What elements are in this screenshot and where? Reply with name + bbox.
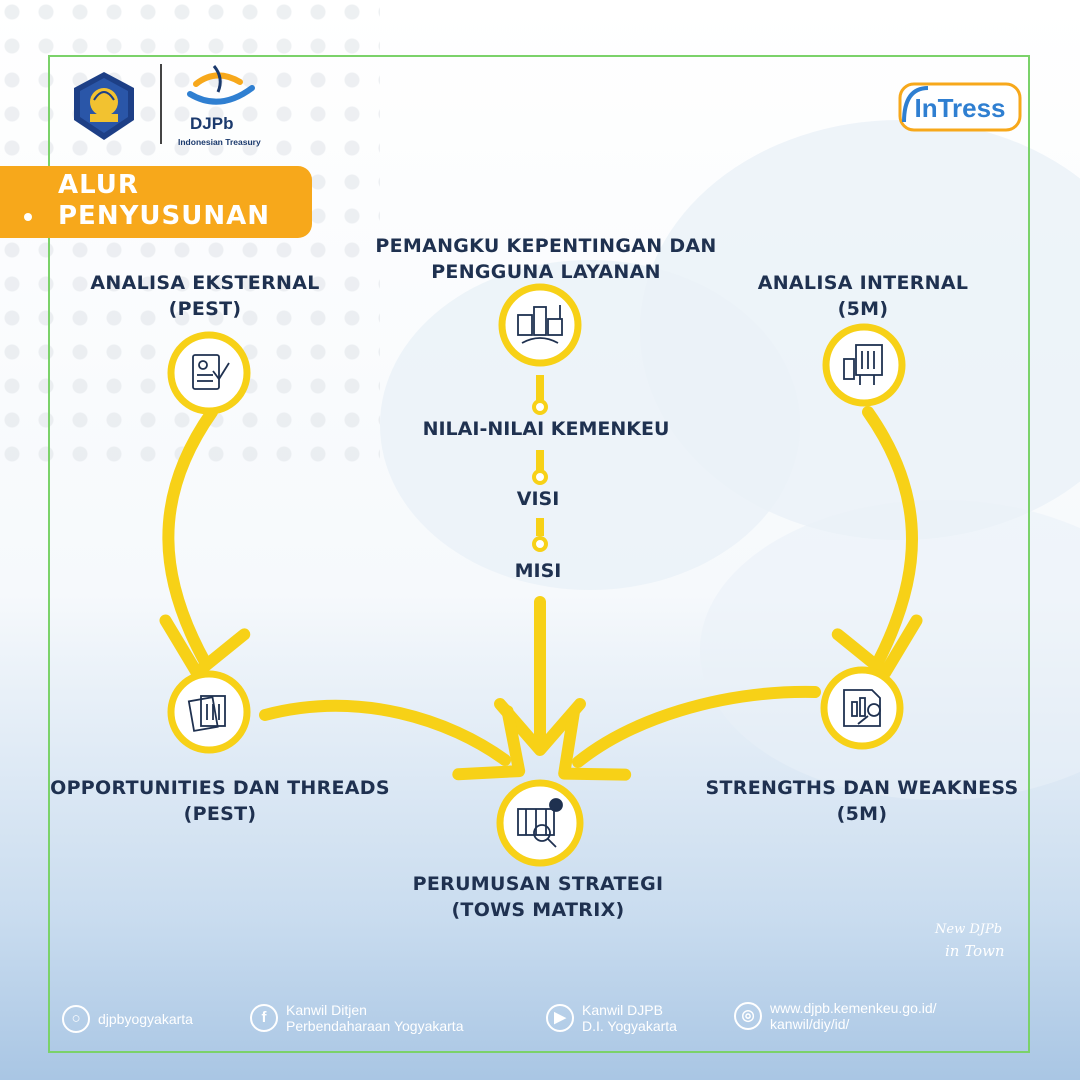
signature-line2: in Town: [945, 942, 1005, 960]
youtube-line1: Kanwil DJPB: [582, 1002, 663, 1018]
machine-icon: [843, 344, 883, 385]
youtube-line2: D.I. Yogyakarta: [582, 1018, 677, 1034]
connector-internal-to-strengths: [862, 406, 918, 668]
kemenkeu-logo-icon: [74, 72, 134, 140]
strategy-board-icon: [517, 798, 563, 848]
djpb-name: DJPb: [190, 114, 234, 133]
node-strengths-title-line2: (5M): [836, 803, 888, 825]
footer-website[interactable]: ◎ www.djpb.kemenkeu.go.id/ kanwil/diy/id…: [734, 1000, 937, 1032]
title-banner: [0, 166, 312, 238]
djpb-subtitle: Indonesian Treasury: [178, 137, 261, 147]
chain-step-visi: VISI: [516, 488, 560, 510]
chain-step-nilai: NILAI-NILAI KEMENKEU: [422, 418, 670, 440]
djpb-logo-icon: [187, 65, 255, 105]
node-strengths-title: STRENGTHS DAN WEAKNESS (5M): [706, 775, 1019, 827]
node-internal-circle: [822, 323, 906, 407]
facebook-icon: f: [250, 1004, 278, 1032]
node-internal-title-line1: ANALISA INTERNAL: [757, 272, 969, 294]
chain-step-misi: MISI: [514, 560, 562, 582]
node-strategy-circle: [496, 779, 584, 867]
node-strengths-circle: [820, 666, 904, 750]
instagram-handle: djpbyogyakarta: [98, 1011, 193, 1027]
node-opportunities-title-line2: (PEST): [183, 803, 257, 825]
footer-facebook[interactable]: f Kanwil Ditjen Perbendaharaan Yogyakart…: [250, 1002, 463, 1034]
connector-external-to-opportunities: [162, 406, 218, 668]
facebook-line1: Kanwil Ditjen: [286, 1002, 367, 1018]
footer-instagram[interactable]: ○ djpbyogyakarta: [62, 1005, 193, 1033]
banner-title-line2: PENYUSUNAN: [58, 201, 270, 231]
logo-divider: [160, 64, 162, 144]
node-opportunities-title-line1: OPPORTUNITIES DAN THREADS: [50, 777, 390, 799]
intress-logo-text: InTress: [914, 93, 1005, 123]
website-line1: www.djpb.kemenkeu.go.id/: [770, 1000, 937, 1016]
node-external-title-line1: ANALISA EKSTERNAL: [90, 272, 320, 294]
node-stakeholder-title: PEMANGKU KEPENTINGAN DAN PENGGUNA LAYANA…: [375, 233, 716, 285]
node-stakeholder-circle: [498, 283, 582, 367]
node-internal-title-line2: (5M): [837, 298, 889, 320]
content-frame: [48, 55, 1030, 1053]
node-external-circle: [167, 331, 251, 415]
connector-strengths-to-strategy: [572, 685, 821, 768]
chain-dot: [532, 536, 548, 552]
node-strengths-title-line1: STRENGTHS DAN WEAKNESS: [705, 777, 1019, 799]
node-strategy-title: PERUMUSAN STRATEGI (TOWS MATRIX): [413, 871, 664, 923]
documents-stack-icon: [187, 695, 226, 732]
footer-youtube[interactable]: ▶ Kanwil DJPB D.I. Yogyakarta: [546, 1002, 677, 1034]
node-strategy-title-line2: (TOWS MATRIX): [451, 899, 625, 921]
facebook-line2: Perbendaharaan Yogyakarta: [286, 1018, 464, 1034]
youtube-icon: ▶: [546, 1004, 574, 1032]
node-strategy-title-line1: PERUMUSAN STRATEGI: [412, 873, 664, 895]
node-opportunities-circle: [167, 670, 251, 754]
banner-title-line1: ALUR: [58, 170, 139, 200]
chain-dot: [532, 469, 548, 485]
instagram-icon: ○: [62, 1005, 90, 1033]
signature-line1: New DJPb: [935, 922, 1003, 937]
chart-search-icon: [843, 689, 881, 727]
globe-icon: ◎: [734, 1002, 762, 1030]
connector-opportunities-to-strategy: [259, 699, 511, 766]
website-line2: kanwil/diy/id/: [770, 1016, 850, 1032]
banner-bullet: [24, 213, 32, 221]
intress-logo: InTress: [898, 82, 1022, 132]
document-check-icon: [192, 354, 230, 390]
node-external-title-line2: (PEST): [168, 298, 242, 320]
background-cloud: [380, 260, 800, 590]
node-stakeholder-title-line1: PEMANGKU KEPENTINGAN DAN: [375, 235, 717, 257]
city-handshake-icon: [517, 305, 563, 344]
node-external-title: ANALISA EKSTERNAL (PEST): [90, 270, 319, 322]
node-opportunities-title: OPPORTUNITIES DAN THREADS (PEST): [50, 775, 390, 827]
chain-dot: [532, 399, 548, 415]
node-internal-title: ANALISA INTERNAL (5M): [758, 270, 969, 322]
node-stakeholder-title-line2: PENGGUNA LAYANAN: [431, 261, 661, 283]
